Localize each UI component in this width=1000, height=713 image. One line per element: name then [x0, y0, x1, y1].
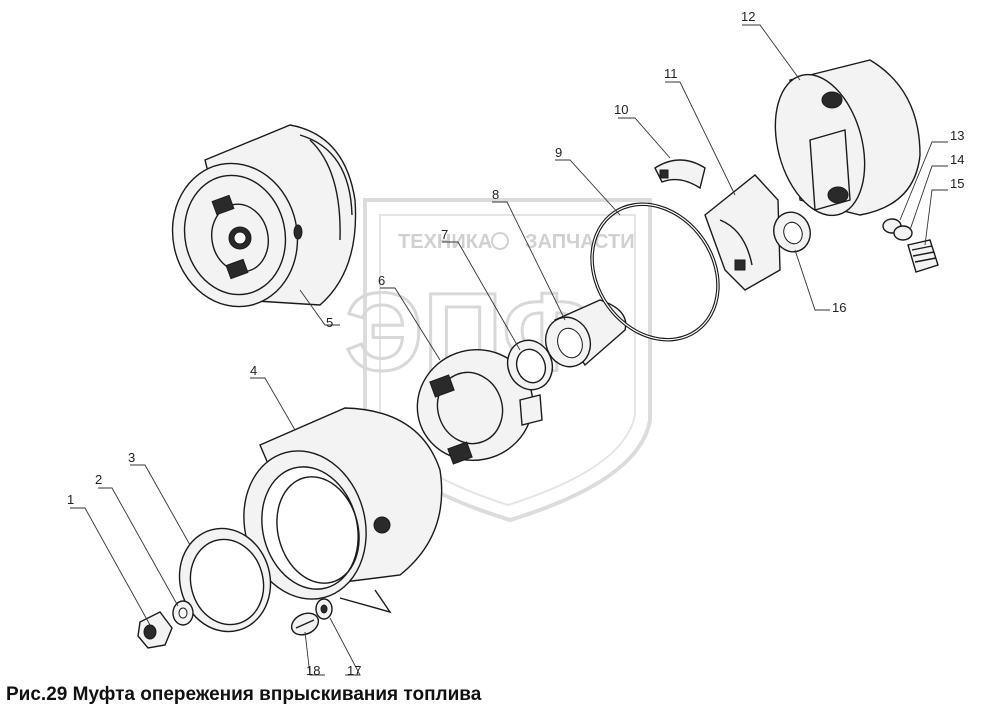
callout-8: 8 — [492, 187, 499, 202]
part-16-ring — [773, 211, 811, 253]
part-12-hub — [774, 59, 921, 217]
part-1-nut — [137, 611, 173, 649]
callout-5: 5 — [326, 315, 333, 330]
callout-2: 2 — [95, 472, 102, 487]
callout-9: 9 — [555, 145, 562, 160]
part-7-ring — [506, 339, 554, 391]
callout-16: 16 — [832, 300, 846, 315]
part-10-clip — [654, 159, 706, 190]
callout-15: 15 — [950, 176, 964, 191]
part-14-spring-seat — [893, 225, 913, 241]
callout-17: 17 — [347, 663, 361, 678]
part-9-o-ring — [590, 202, 720, 342]
part-17-washer — [315, 598, 333, 620]
part-6-flange — [416, 348, 543, 465]
watermark-right-word: ЗАПЧАСТИ — [525, 231, 635, 253]
leader-lines — [70, 24, 948, 676]
part-4-housing — [243, 407, 443, 614]
gear-icon — [491, 232, 509, 250]
callout-7: 7 — [441, 227, 448, 242]
callouts: 1 2 3 4 5 6 7 8 9 10 11 12 13 14 15 16 1… — [67, 9, 964, 678]
figure-caption: Рис.29 Муфта опережения впрыскивания топ… — [6, 684, 482, 705]
callout-6: 6 — [378, 273, 385, 288]
callout-14: 14 — [950, 152, 964, 167]
part-18-screw — [290, 612, 320, 636]
callout-4: 4 — [250, 363, 257, 378]
callout-12: 12 — [741, 9, 755, 24]
part-5-coupling-assembly — [171, 124, 357, 308]
callout-10: 10 — [614, 102, 628, 117]
callout-13: 13 — [950, 128, 964, 143]
callout-11: 11 — [664, 66, 678, 81]
part-8-bushing — [544, 299, 627, 368]
part-11-weight — [704, 174, 781, 291]
callout-3: 3 — [128, 450, 135, 465]
part-2-washer — [172, 600, 194, 626]
part-15-spring — [907, 239, 939, 273]
callout-18: 18 — [306, 663, 320, 678]
callout-1: 1 — [67, 492, 74, 507]
part-3-ring — [178, 527, 272, 633]
